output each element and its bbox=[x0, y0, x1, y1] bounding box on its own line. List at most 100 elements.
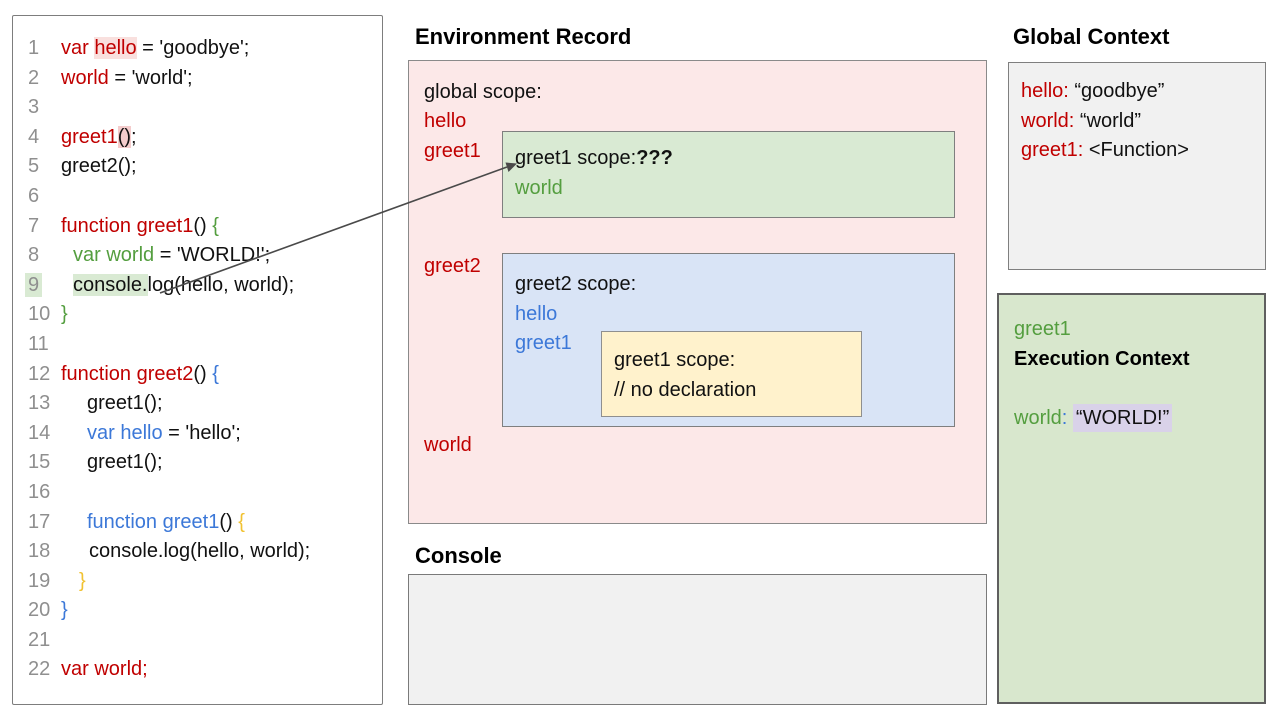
code-editor-panel: 1 var hello = 'goodbye'; 2 world = 'world';… bbox=[12, 15, 383, 705]
code-line: 8 var world = 'WORLD!'; bbox=[13, 241, 382, 271]
code-line: 1 var hello = 'goodbye'; bbox=[13, 34, 382, 64]
line-number: 7 bbox=[28, 214, 40, 237]
code-token: greet1 bbox=[61, 125, 118, 148]
code-token: log(hello, world); bbox=[147, 273, 295, 296]
line-number: 15 bbox=[28, 451, 51, 474]
code-token: var world bbox=[73, 244, 155, 267]
line-number: 20 bbox=[28, 599, 51, 622]
code-token: } bbox=[61, 599, 68, 622]
global-context-title: Global Context bbox=[1013, 24, 1170, 49]
code-text: greet1(); bbox=[61, 389, 163, 419]
line-number: 14 bbox=[28, 421, 51, 444]
code-line: 2 world = 'world'; bbox=[13, 64, 382, 94]
code-token: } bbox=[79, 569, 86, 592]
code-token: = 'goodbye'; bbox=[136, 37, 250, 59]
code-token: greet1(); bbox=[87, 392, 163, 415]
line-number: 21 bbox=[28, 628, 51, 651]
greet1-scope-question-marks: ??? bbox=[636, 147, 673, 169]
line-number: 2 bbox=[28, 66, 40, 89]
code-line: 11 bbox=[13, 330, 382, 360]
code-text: var world = 'WORLD!'; bbox=[61, 241, 270, 271]
global-scope-label: global scope: bbox=[424, 81, 542, 103]
code-text: } bbox=[61, 567, 86, 597]
code-line: 7 function greet1() { bbox=[13, 212, 382, 242]
code-token: var hello bbox=[87, 421, 163, 444]
code-token: hello bbox=[94, 37, 137, 59]
code-token: () bbox=[117, 125, 132, 148]
global-context-entry: greet1: <Function> bbox=[1021, 136, 1265, 166]
execution-context-var-value: “WORLD!” bbox=[1072, 403, 1173, 432]
line-number: 9 bbox=[25, 271, 61, 301]
global-scope-var-hello: hello bbox=[424, 110, 467, 132]
execution-context-var-name: world bbox=[1014, 406, 1062, 429]
environment-record-title: Environment Record bbox=[415, 24, 632, 49]
global-context-entry: world: “world” bbox=[1021, 107, 1265, 137]
code-text: greet1(); bbox=[61, 123, 137, 153]
code-line: 15 greet1(); bbox=[13, 448, 382, 478]
code-line: 5 greet2(); bbox=[13, 152, 382, 182]
code-text: } bbox=[61, 596, 68, 626]
code-text: greet2(); bbox=[61, 152, 137, 182]
code-text: greet1(); bbox=[61, 448, 163, 478]
global-context-var-name: world: bbox=[1021, 109, 1075, 132]
code-line: 18 console.log(hello, world); bbox=[13, 537, 382, 567]
global-context-box: hello: “goodbye”world: “world”greet1: <F… bbox=[1008, 62, 1266, 270]
code-line: 3 bbox=[13, 93, 382, 123]
code-token: var bbox=[61, 37, 95, 59]
code-line: 16 bbox=[13, 478, 382, 508]
line-number: 8 bbox=[28, 244, 40, 267]
code-line: 19} bbox=[13, 567, 382, 597]
code-line: 9 console.log(hello, world); bbox=[13, 271, 382, 301]
greet1-inner-scope-label: greet1 scope: bbox=[614, 349, 736, 371]
code-token: = 'hello'; bbox=[162, 421, 241, 444]
execution-context-world-entry: world: “WORLD!” bbox=[1014, 403, 1264, 434]
line-number: 5 bbox=[28, 155, 40, 178]
code-text: function greet1() { bbox=[61, 212, 219, 242]
code-line: 17 function greet1() { bbox=[13, 508, 382, 538]
line-number: 3 bbox=[28, 96, 40, 119]
code-line: 22 var world; bbox=[13, 655, 382, 685]
code-token: world bbox=[61, 66, 109, 89]
code-token: = 'WORLD!'; bbox=[154, 244, 271, 267]
code-text: function greet1() { bbox=[61, 508, 245, 538]
greet1-scope-box: greet1 scope:??? world bbox=[502, 131, 955, 218]
code-line: 6 bbox=[13, 182, 382, 212]
greet1-execution-context-box: greet1 Execution Context world: “WORLD!” bbox=[997, 293, 1266, 704]
code-line: 21 bbox=[13, 626, 382, 656]
global-context-entry: hello: “goodbye” bbox=[1021, 77, 1265, 107]
console-output-box bbox=[408, 574, 987, 705]
global-context-var-name: greet1: bbox=[1021, 139, 1084, 161]
code-token: { bbox=[212, 214, 219, 237]
console-title: Console bbox=[415, 543, 502, 568]
greet2-scope-var-hello: hello bbox=[515, 302, 558, 325]
line-number: 1 bbox=[28, 37, 40, 59]
line-number: 22 bbox=[28, 658, 51, 681]
global-context-var-value: <Function> bbox=[1083, 139, 1189, 161]
execution-context-function-name: greet1 bbox=[1014, 318, 1071, 340]
greet2-scope-var-greet1: greet1 bbox=[515, 332, 572, 354]
code-line: 4 greet1(); bbox=[13, 123, 382, 153]
execution-context-colon: : bbox=[1061, 406, 1068, 429]
code-token: console. bbox=[73, 273, 148, 296]
line-number: 6 bbox=[28, 184, 40, 207]
greet1-scope-var-world: world bbox=[515, 176, 563, 199]
execution-context-spacer bbox=[1014, 374, 1264, 404]
line-number: 18 bbox=[28, 540, 51, 563]
greet1-inner-scope-box: greet1 scope: // no declaration bbox=[601, 331, 862, 417]
code-token: var world; bbox=[61, 658, 148, 681]
line-number: 12 bbox=[28, 362, 51, 385]
code-token: = 'world'; bbox=[108, 66, 193, 89]
line-number: 4 bbox=[28, 125, 40, 148]
code-token: function greet1 bbox=[61, 214, 194, 237]
greet1-inner-scope-comment: // no declaration bbox=[614, 379, 757, 401]
line-number: 17 bbox=[28, 510, 51, 533]
code-text: var hello = 'hello'; bbox=[61, 419, 241, 449]
code-text: function greet2() { bbox=[61, 360, 219, 390]
code-token: function greet2 bbox=[61, 362, 194, 385]
global-context-var-value: “goodbye” bbox=[1068, 80, 1165, 102]
global-context-var-name: hello: bbox=[1021, 80, 1069, 102]
greet2-scope-label: greet2 scope: bbox=[515, 273, 637, 295]
code-token: } bbox=[61, 303, 68, 326]
code-text: console.log(hello, world); bbox=[61, 537, 310, 567]
